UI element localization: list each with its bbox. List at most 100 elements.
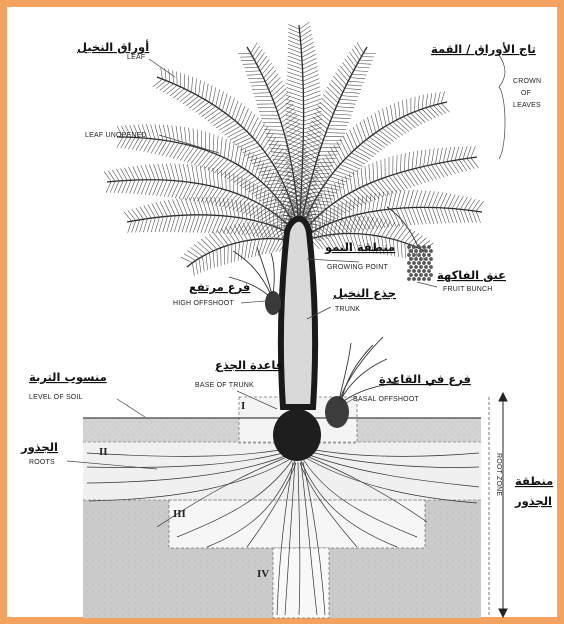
fruit-date [412,277,416,281]
leaflet [311,121,326,133]
leaflet [199,80,201,96]
label-leaf-en: LEAF [127,54,145,61]
leaflet [140,219,144,232]
leaflet [316,109,330,121]
leaflet [354,71,369,72]
leaflet [331,186,335,202]
leaflet [155,140,163,154]
leaflet [330,121,349,122]
fruit-date [417,253,421,257]
leaflet [214,116,229,126]
leaflet [181,257,193,263]
leaflet [360,145,376,155]
leaflet [380,210,388,227]
leaflet [128,210,136,220]
leaflet [175,164,179,182]
zone-label-iv: IV [257,568,269,580]
leaflet [233,197,245,210]
leaflet [269,239,276,254]
leaflet [205,215,212,233]
leaflet [320,102,334,114]
leaflet [179,164,183,182]
leaflet [192,77,193,92]
leaflet [287,132,303,142]
fruit-date [417,277,421,281]
leaflet [247,75,262,76]
leaflet [198,242,210,253]
leaflet [132,221,136,233]
leaflet [281,112,296,123]
leaflet [403,100,404,116]
leaflet [286,139,304,146]
label-fruit-bunch-ar: عنق الفاكهة [437,268,506,282]
leaflet [163,125,167,141]
leaflet [346,85,362,86]
leaflet [272,85,285,97]
leaflet [300,30,311,37]
leaflet [365,195,367,213]
leaflet [428,166,437,180]
fruit-date [417,261,421,265]
leaflet [335,110,353,111]
leaflet [345,196,359,207]
leaflet [193,100,206,110]
fruit-date [409,265,413,269]
leaflet [288,40,301,45]
leaflet [210,253,211,269]
leaflet [343,161,360,169]
leaflet [441,92,444,104]
leaflet [244,111,252,128]
leaflet [238,106,245,123]
leaflet [147,218,151,232]
leaflet [420,167,430,182]
leaflet [355,46,362,57]
leaflet [357,170,359,188]
leaflet [343,92,360,93]
leaflet [241,177,242,195]
fruit-date [414,265,418,269]
leaflet [396,190,401,208]
fruit-date [417,245,421,249]
leaflet [251,85,267,86]
leaflet [255,96,272,97]
leaflet [248,240,251,258]
leaflet [379,111,383,129]
leaflet [302,50,315,57]
fruit-date [412,245,416,249]
fruit-date [427,261,431,265]
leaflet [209,234,221,248]
fruit-date [414,273,418,277]
label-root-zone-en: ROOT ZONE [495,453,502,496]
leaflet [441,103,449,112]
leaflet [201,239,213,251]
label-crown-en-1: CROWN [513,78,541,85]
leaflet [187,164,191,182]
leaflet [224,139,226,158]
leaflet [329,125,348,126]
leaflet [196,165,199,184]
leaflet [148,205,156,218]
leaflet [189,98,202,108]
leaflet [269,77,281,89]
leaflet [369,212,378,228]
leaflet [400,190,405,208]
leaflet [209,167,211,186]
leaflet [408,208,415,225]
leaflet [426,94,428,108]
label-root-zone-ar-2: الجذور [514,494,552,509]
leaflet [471,146,476,158]
leaflet [177,145,187,160]
leaflet [380,192,384,211]
leaflet [366,217,374,234]
trunk [281,219,315,407]
leaflet [365,166,367,185]
zone-label-ii: II [99,446,108,458]
leaflet [222,123,238,133]
fruit-date [407,261,411,265]
leaflet [265,180,282,182]
leaflet [408,152,409,170]
leaflet [401,242,402,258]
leaflet [340,164,357,171]
leaflet [203,256,205,271]
leaflet [267,74,278,86]
